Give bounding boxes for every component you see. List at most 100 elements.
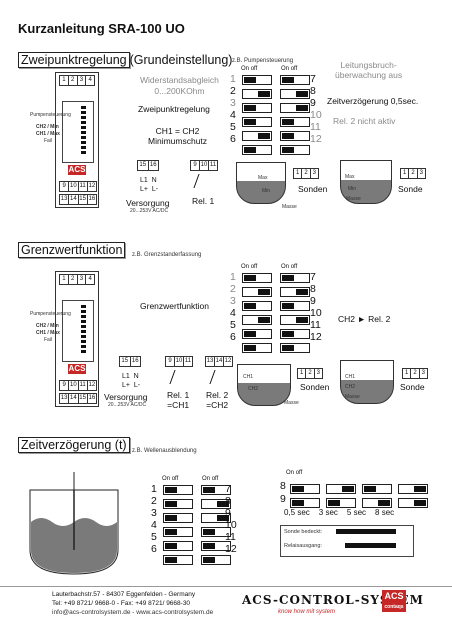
dip2-switch-11[interactable] (280, 329, 310, 339)
dip3-switch-8[interactable] (201, 499, 231, 509)
dip2-switch-2[interactable] (242, 287, 272, 297)
dip3-switch-2[interactable] (163, 499, 193, 509)
probe-covered-label: Sonde bedeckt: (284, 529, 323, 535)
delay-switch-numbers: 8 9 (280, 480, 286, 505)
dip2-switch-12[interactable] (280, 343, 310, 353)
grenzwert-label: Grenzwertfunktion (18, 242, 126, 258)
dip3-switch-3[interactable] (163, 513, 193, 523)
supply-name-1: Versorgung (126, 198, 170, 208)
dip-switch-bank[interactable] (81, 106, 86, 156)
delay-value-3: 3 sec (318, 508, 338, 517)
device2-front-panel (62, 300, 94, 362)
delay-option-8[interactable] (398, 484, 428, 508)
dip-switch-7[interactable] (280, 75, 310, 85)
switch-col-on-off-2: On off (281, 66, 298, 72)
wire-break-note: Leitungsbruch- überwachung aus (335, 60, 403, 80)
dip-switch-6[interactable] (242, 145, 272, 155)
dip2-switch-4[interactable] (242, 315, 272, 325)
dip3-switch-1[interactable] (163, 485, 193, 495)
dip2-switch-7[interactable] (280, 273, 310, 283)
tank2-label-min: Min (348, 186, 357, 192)
supply-range-1: 20...253V AC/DC (130, 208, 169, 214)
dip-switch-1[interactable] (242, 75, 272, 85)
delay-option-5[interactable] (362, 484, 392, 508)
grundeinstellung-label: (Grundeinstellung) (129, 53, 233, 67)
dip-switch-11[interactable] (280, 131, 310, 141)
dip3-switch-5[interactable] (163, 541, 193, 551)
device2-label-ch1: CH1 / Max (36, 330, 60, 336)
tank4-label-masse: Masse (345, 394, 360, 400)
sonde-label-2: Sonde (400, 382, 425, 392)
dip3-switch-10[interactable] (201, 527, 231, 537)
rel2-inactive-note: Rel. 2 nicht aktiv (333, 116, 396, 126)
tank-label-max: Max (258, 175, 268, 181)
dip-switch-12[interactable] (280, 145, 310, 155)
tank-2 (340, 160, 392, 204)
relay1-label-2: Rel. 1 =CH1 (167, 390, 190, 410)
dip-switch-3[interactable] (242, 103, 272, 113)
dip2-switch-9[interactable] (280, 301, 310, 311)
relay2-contact-icon-2 (209, 370, 226, 384)
supply-name-2: Versorgung (104, 392, 148, 402)
device-label-ch1: CH1 / Max (36, 131, 60, 137)
acs-logo: ACS contaqs (382, 590, 406, 612)
footer-web[interactable]: info@acs-controlsystem.de - www.acs-cont… (52, 609, 214, 616)
dip3-switch-12[interactable] (201, 555, 231, 565)
switch-col-on-off: On off (241, 66, 258, 72)
two-point-note: Zweipunktregelung (138, 104, 210, 114)
wave-example: z.B. Wellenausblendung (132, 448, 197, 454)
delay-option-05[interactable] (290, 484, 320, 508)
dip-switch-8[interactable] (280, 89, 310, 99)
delay-col-on-off: On off (286, 470, 303, 476)
supply-poles-1: L1 N L+ L- (140, 177, 159, 193)
delay-value-5: 5 sec (346, 508, 367, 517)
dip-switch-bank-2[interactable] (81, 305, 86, 355)
dip3-switch-7[interactable] (201, 485, 231, 495)
dip2-switch-5[interactable] (242, 329, 272, 339)
tank3-label-ch2: CH2 (248, 386, 259, 392)
delay-option-3[interactable] (326, 484, 356, 508)
relay1-contact-icon-2 (169, 370, 186, 384)
dip-switch-9[interactable] (280, 103, 310, 113)
dip-switch-2[interactable] (242, 89, 272, 99)
switch3-col-on-off: On off (162, 476, 179, 482)
tank2-label-max: Max (345, 174, 355, 180)
dip2-switch-10[interactable] (280, 315, 310, 325)
device2-badge: ACS (68, 364, 86, 374)
tank3-label-ch1: CH1 (243, 374, 254, 380)
dip3-switch-6[interactable] (163, 555, 193, 565)
dip-switch-5[interactable] (242, 131, 272, 141)
dip2-switch-8[interactable] (280, 287, 310, 297)
supply-range-2: 20...253V AC/DC (108, 402, 147, 408)
supply-poles-2: L1 N L+ L- (122, 373, 141, 389)
relay-output-signal (345, 543, 396, 548)
ch-equal-note: CH1 = CH2 Minimumschutz (148, 126, 208, 146)
device2-label-ch2: CH2 / Min (36, 323, 59, 329)
delay-label: Zeitverzögerung (t) (18, 437, 130, 453)
wave-tank-illustration (29, 472, 119, 575)
delay-values: 0,5 sec 3 sec 5 sec 8 sec (284, 508, 394, 517)
sonden-label-1: Sonden (298, 184, 328, 194)
tank-1 (236, 162, 286, 204)
footer-divider (0, 586, 452, 587)
dip-switch-4[interactable] (242, 117, 272, 127)
limit-function-note: Grenzwertfunktion (140, 301, 209, 311)
dip-switch-10[interactable] (280, 117, 310, 127)
ch2-rel2-note: CH2 ► Rel. 2 (338, 314, 391, 324)
device2-label-pump: Pumpensteuerung (30, 311, 71, 317)
dip3-switch-4[interactable] (163, 527, 193, 537)
dip2-switch-3[interactable] (242, 301, 272, 311)
resistance-note: Widerstandsabgleich 0...200KOhm (140, 75, 219, 96)
dip3-switch-11[interactable] (201, 541, 231, 551)
tank4-label-ch1: CH1 (345, 374, 356, 380)
dip3-switch-9[interactable] (201, 513, 231, 523)
dip2-switch-6[interactable] (242, 343, 272, 353)
dip2-switch-1[interactable] (242, 273, 272, 283)
